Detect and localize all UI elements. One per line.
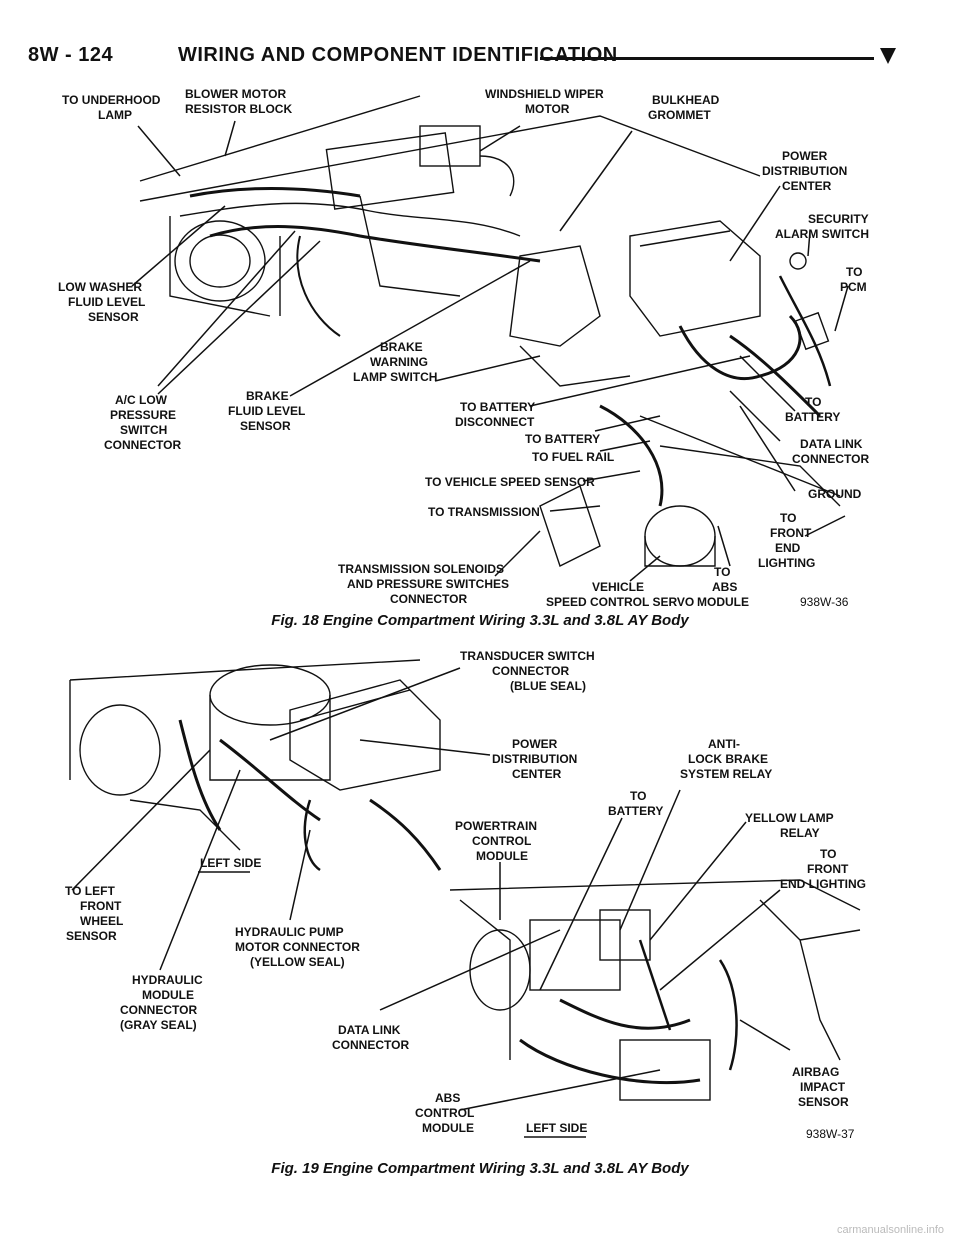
label-to-transmission: TO TRANSMISSION bbox=[428, 505, 540, 519]
section-title: WIRING AND COMPONENT IDENTIFICATION bbox=[178, 44, 618, 66]
label-speed-control-servo: VEHICLE SPEED CONTROL SERVO bbox=[546, 580, 694, 609]
label-bulkhead: BULKHEAD GROMMET bbox=[648, 93, 723, 122]
label-fuel-rail: TO FUEL RAIL bbox=[532, 450, 614, 464]
label-left-side-top: LEFT SIDE bbox=[200, 856, 261, 870]
engine-line-art-2 bbox=[69, 659, 861, 1101]
label-pdc-2: POWER DISTRIBUTION CENTER bbox=[492, 737, 581, 781]
figure-18-labels: TO UNDERHOOD LAMP BLOWER MOTOR RESISTOR … bbox=[58, 87, 872, 609]
figure-19-drawing: TRANSDUCER SWITCH CONNECTOR (BLUE SEAL) … bbox=[65, 649, 866, 1141]
label-battery-disconnect: TO BATTERY DISCONNECT bbox=[455, 400, 538, 429]
label-pdc: POWER DISTRIBUTION CENTER bbox=[762, 149, 851, 193]
label-transducer-switch: TRANSDUCER SWITCH CONNECTOR (BLUE SEAL) bbox=[460, 649, 598, 693]
label-abs-control-module: ABS CONTROL MODULE bbox=[415, 1091, 477, 1135]
label-airbag-sensor: AIRBAG IMPACT SENSOR bbox=[792, 1065, 849, 1109]
page-header: 8W - 124 WIRING AND COMPONENT IDENTIFICA… bbox=[28, 44, 898, 74]
label-to-battery-mid: TO BATTERY bbox=[525, 432, 600, 446]
label-trans-solenoids: TRANSMISSION SOLENOIDS AND PRESSURE SWIT… bbox=[338, 562, 512, 606]
label-wiper-motor: WINDSHIELD WIPER MOTOR bbox=[485, 87, 607, 116]
label-underhood-lamp: TO UNDERHOOD LAMP bbox=[62, 93, 164, 122]
label-brake-fluid: BRAKE FLUID LEVEL SENSOR bbox=[228, 389, 308, 433]
label-to-abs-module: TO ABS MODULE bbox=[697, 565, 749, 609]
label-brake-warning: BRAKE WARNING LAMP SWITCH bbox=[353, 340, 437, 384]
triangle-marker-icon bbox=[880, 48, 896, 64]
label-anti-lock-relay: ANTI- LOCK BRAKE SYSTEM RELAY bbox=[680, 737, 772, 781]
label-blower-motor: BLOWER MOTOR RESISTOR BLOCK bbox=[185, 87, 292, 116]
figure-19-labels: TRANSDUCER SWITCH CONNECTOR (BLUE SEAL) … bbox=[65, 649, 866, 1141]
label-low-washer: LOW WASHER FLUID LEVEL SENSOR bbox=[58, 280, 148, 324]
leader-lines-2 bbox=[71, 667, 791, 1138]
label-hydraulic-pump: HYDRAULIC PUMP MOTOR CONNECTOR (YELLOW S… bbox=[235, 925, 363, 969]
figure-19-illustration: TRANSDUCER SWITCH CONNECTOR (BLUE SEAL) … bbox=[40, 640, 920, 1152]
watermark: carmanualsonline.info bbox=[836, 1224, 944, 1236]
label-data-link: DATA LINK CONNECTOR bbox=[792, 437, 869, 466]
label-to-battery-right: TO BATTERY bbox=[785, 395, 840, 424]
label-pcm-2: POWERTRAIN CONTROL MODULE bbox=[455, 819, 540, 863]
label-to-battery-2: TO BATTERY bbox=[608, 789, 663, 818]
engine-line-art bbox=[139, 95, 841, 567]
figure-18-illustration: TO UNDERHOOD LAMP BLOWER MOTOR RESISTOR … bbox=[40, 86, 920, 626]
leader-lines bbox=[131, 120, 849, 582]
label-hydraulic-module: HYDRAULIC MODULE CONNECTOR (GRAY SEAL) bbox=[120, 973, 206, 1032]
label-data-link-2: DATA LINK CONNECTOR bbox=[332, 1023, 409, 1052]
figure-18-ref: 938W-36 bbox=[800, 595, 849, 609]
label-vehicle-speed-sensor: TO VEHICLE SPEED SENSOR bbox=[425, 475, 595, 489]
figure-19-ref: 938W-37 bbox=[806, 1127, 855, 1141]
label-yellow-lamp-relay: YELLOW LAMP RELAY bbox=[745, 811, 837, 840]
header-rule bbox=[540, 57, 874, 60]
label-left-side-bottom: LEFT SIDE bbox=[526, 1121, 587, 1135]
figure-18-drawing: TO UNDERHOOD LAMP BLOWER MOTOR RESISTOR … bbox=[58, 87, 872, 609]
label-security-alarm: SECURITY ALARM SWITCH bbox=[775, 212, 872, 241]
label-left-front-wheel: TO LEFT FRONT WHEEL SENSOR bbox=[65, 884, 126, 943]
label-ground: GROUND bbox=[808, 487, 862, 501]
label-to-pcm: TO PCM bbox=[840, 265, 867, 294]
page-number: 8W - 124 bbox=[28, 44, 114, 66]
label-ac-low-pressure: A/C LOW PRESSURE SWITCH CONNECTOR bbox=[104, 393, 181, 452]
figure-18-caption: Fig. 18 Engine Compartment Wiring 3.3L a… bbox=[271, 612, 689, 629]
figure-19-caption: Fig. 19 Engine Compartment Wiring 3.3L a… bbox=[271, 1160, 689, 1177]
label-front-end-lighting-2: TO FRONT END LIGHTING bbox=[780, 847, 866, 891]
label-front-end-lighting: TO FRONT END LIGHTING bbox=[758, 511, 815, 570]
